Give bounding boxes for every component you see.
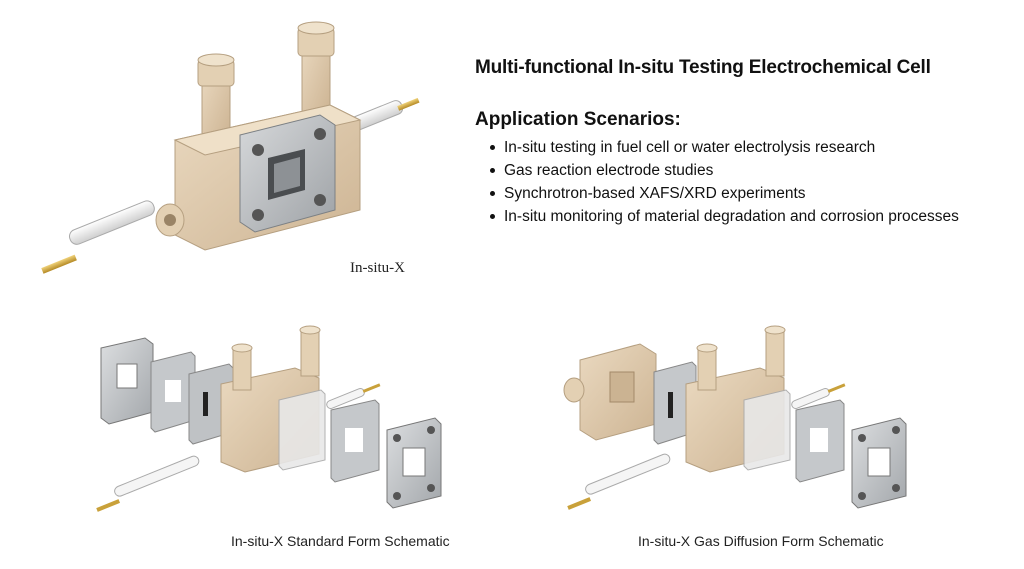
main-caption: In-situ-X xyxy=(350,260,405,276)
left-electrode-rod xyxy=(41,200,155,274)
list-item: In-situ monitoring of material degradati… xyxy=(490,205,959,228)
top-fitting-right xyxy=(297,21,335,115)
standard-form-illustration xyxy=(96,325,442,512)
electrode-rods xyxy=(96,383,381,512)
gas-chamber-block xyxy=(563,343,657,441)
list-item: Gas reaction electrode studies xyxy=(490,159,959,182)
end-plate-right xyxy=(851,417,907,509)
gasket-1 xyxy=(150,351,196,433)
top-fitting-left xyxy=(197,53,235,139)
window-plate xyxy=(239,114,336,233)
assembled-cell-illustration xyxy=(41,21,420,274)
scenario-list: In-situ testing in fuel cell or water el… xyxy=(490,136,959,228)
gas-diffusion-caption: In-situ-X Gas Diffusion Form Schematic xyxy=(638,533,884,549)
standard-caption: In-situ-X Standard Form Schematic xyxy=(231,533,450,549)
list-item: Synchrotron-based XAFS/XRD experiments xyxy=(490,182,959,205)
gasket-3 xyxy=(330,399,380,483)
end-plate-right xyxy=(386,417,442,509)
page-title: Multi-functional In-situ Testing Electro… xyxy=(475,57,931,78)
left-side-fitting xyxy=(155,203,185,237)
scenarios-heading: Application Scenarios: xyxy=(475,109,681,130)
end-plate-left xyxy=(100,337,154,425)
window-membrane xyxy=(743,389,791,471)
electrode-rods xyxy=(567,383,846,510)
list-item: In-situ testing in fuel cell or water el… xyxy=(490,136,959,159)
gasket-3 xyxy=(795,399,845,483)
gas-diffusion-form-illustration xyxy=(563,325,907,510)
window-membrane xyxy=(278,389,326,471)
